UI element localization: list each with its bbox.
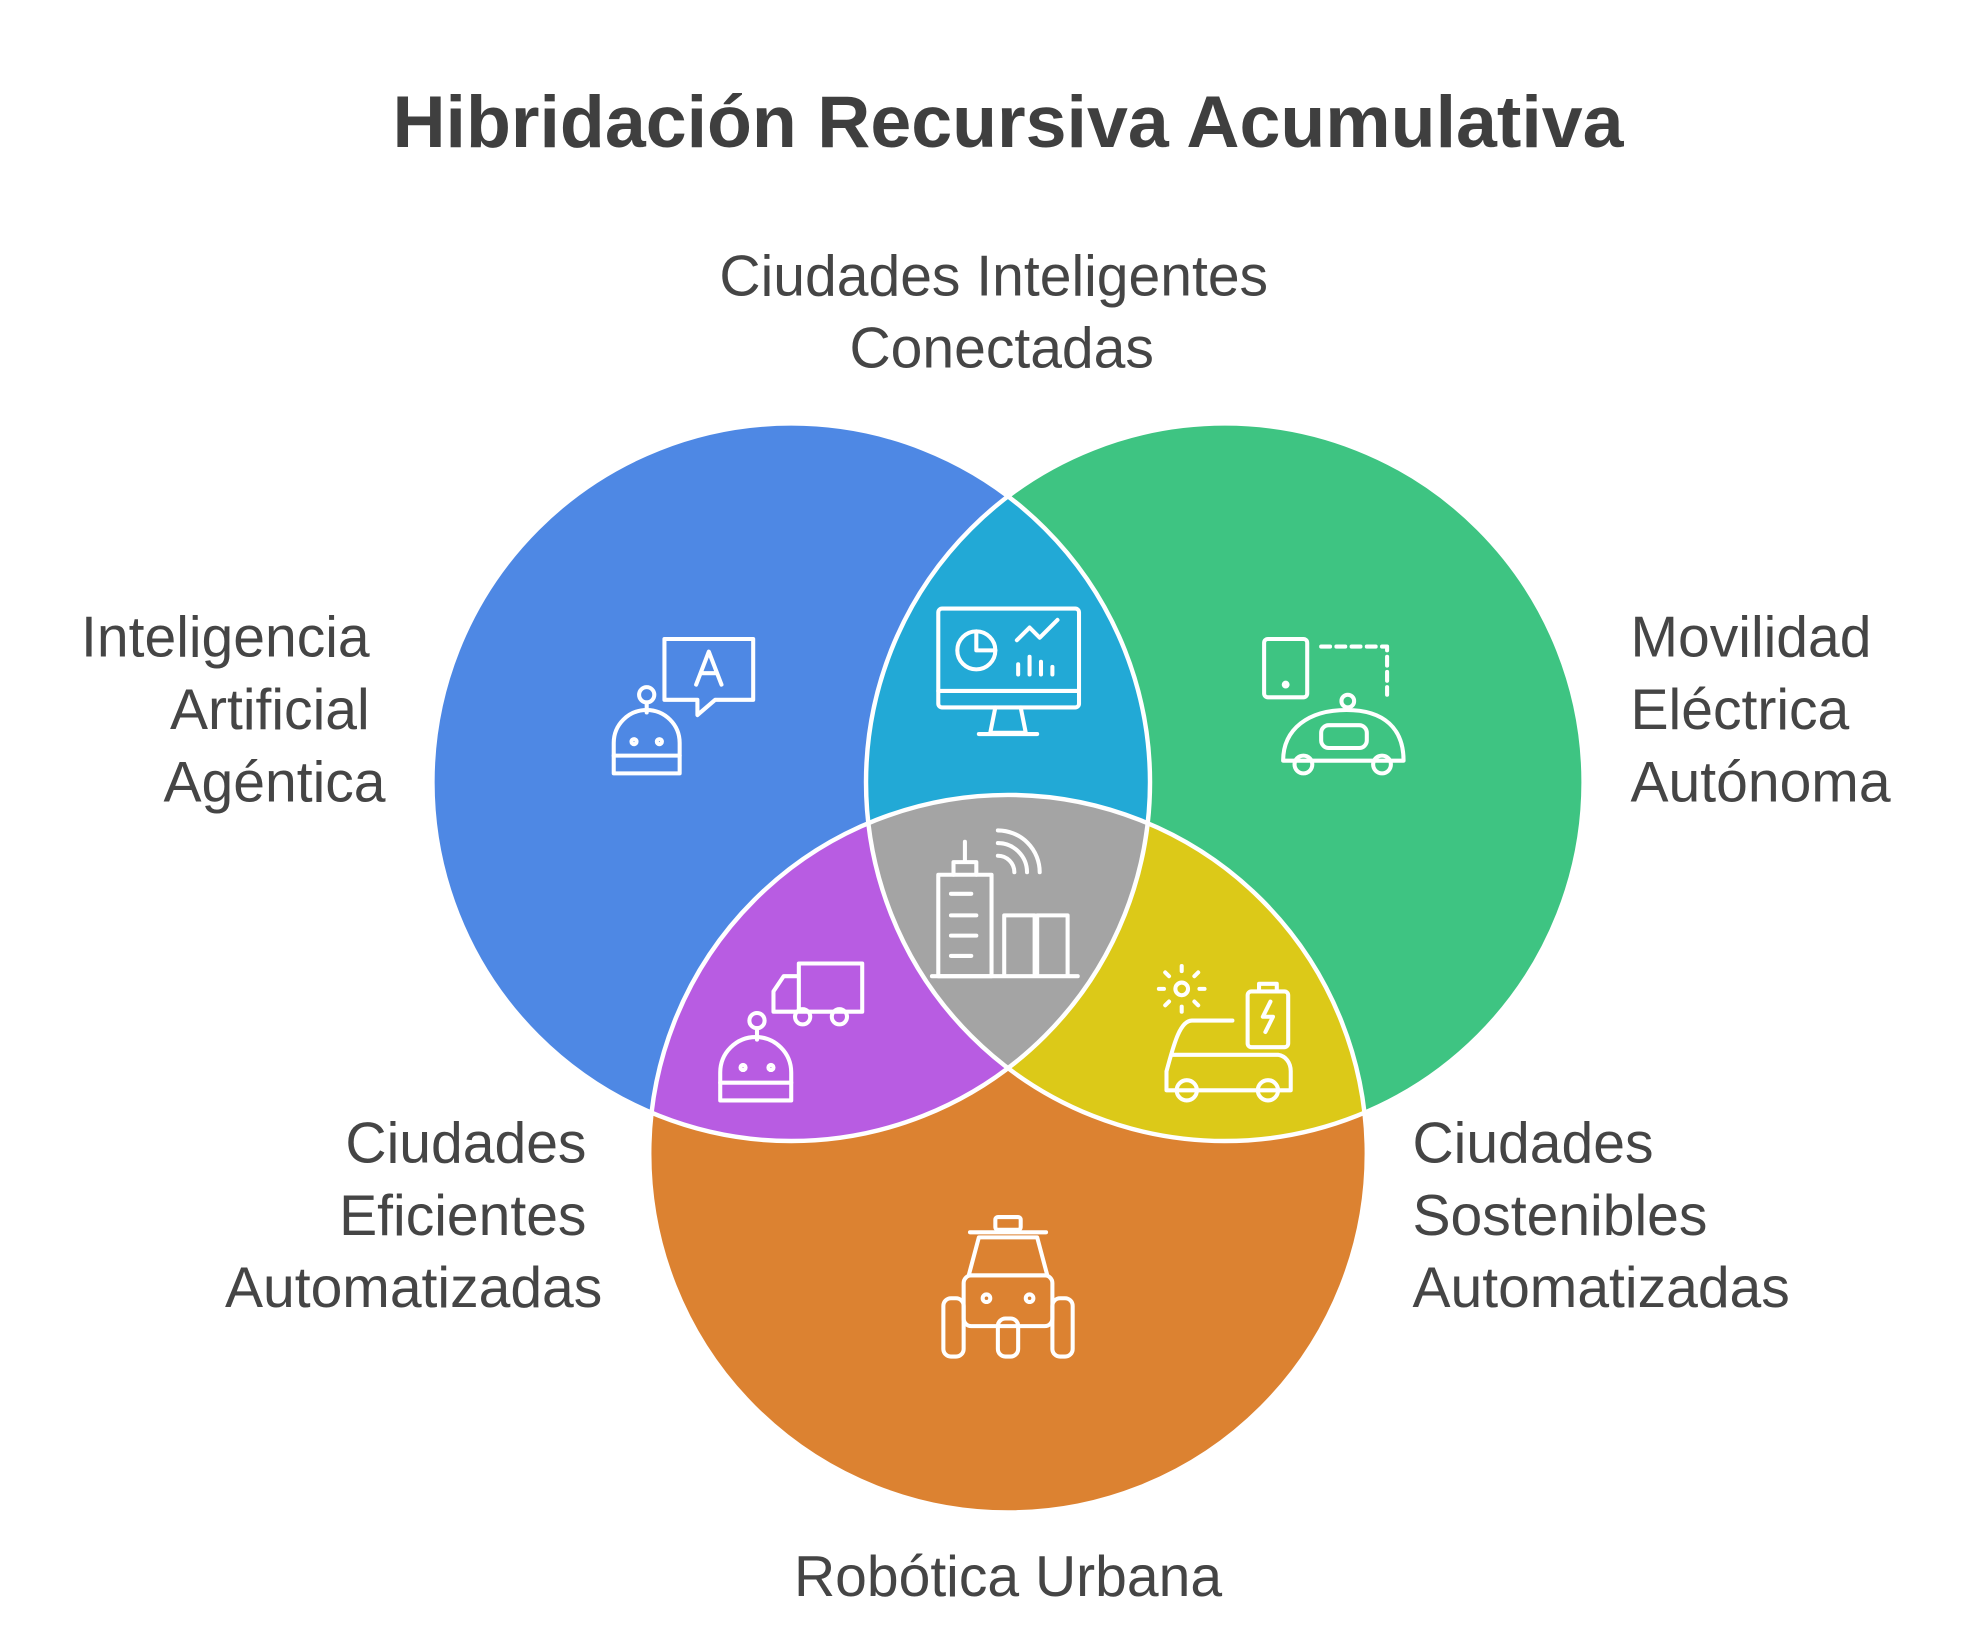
robot-taxi-icon xyxy=(941,1215,1075,1359)
label-robotica-urbana: Robótica Urbana xyxy=(794,1545,1222,1609)
label-inteligencia-artificial: Inteligencia Artificial Agéntica xyxy=(81,606,386,815)
robot-truck-icon xyxy=(718,961,865,1103)
phone-autonomous-car-icon xyxy=(1262,636,1406,776)
intersection-ia-robotica xyxy=(649,794,1151,1142)
diagram-title: Hibridación Recursiva Acumulativa xyxy=(392,80,1624,163)
intersection-movilidad-robotica xyxy=(866,794,1367,1142)
circle-outlines xyxy=(430,421,1586,1515)
label-ciudades-sostenibles: Ciudades Sostenibles Automatizadas xyxy=(1412,1112,1789,1321)
robot-chat-icon xyxy=(611,636,756,776)
label-movilidad-electrica: Movilidad Eléctrica Autónoma xyxy=(1631,606,1891,815)
label-ciudades-eficientes: Ciudades Eficientes Automatizadas xyxy=(225,1112,602,1321)
monitor-dashboard-icon xyxy=(936,606,1082,737)
solar-battery-car-icon xyxy=(1156,964,1293,1103)
smart-building-icon xyxy=(929,828,1080,979)
label-ciudades-inteligentes: Ciudades Inteligentes Conectadas xyxy=(719,244,1284,380)
